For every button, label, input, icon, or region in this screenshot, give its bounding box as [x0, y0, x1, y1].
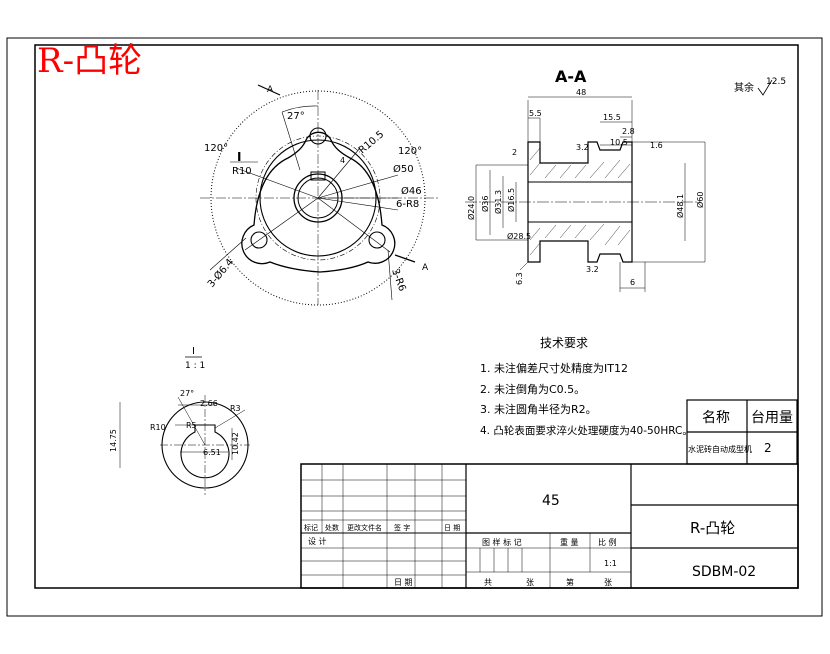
dim-6: 6 [630, 278, 635, 287]
inner-frame [34, 44, 799, 589]
dim-31-3: Ø31.3 [493, 190, 503, 214]
roughness-other-value: 12.5 [766, 77, 786, 87]
tb-scale-label: 比 例 [598, 537, 617, 547]
detail-dim-r10: R10 [150, 423, 166, 432]
detail-dim-r5: R5 [186, 421, 197, 430]
bolt-hole-left [250, 231, 268, 249]
drawing-title: R-凸轮 [37, 41, 142, 81]
tb-material: 45 [542, 493, 560, 509]
section-label: A-A [555, 67, 587, 86]
tb-design-label: 设 计 [308, 536, 327, 546]
dim-5-5: 5.5 [529, 109, 542, 118]
front-view-labels: A A 27° 120° 120° I R10 R10.5 4 Ø50 Ø46 … [204, 85, 429, 293]
dim-3-d6-4: 3-Ø6.4 [205, 256, 236, 290]
small-table-name-value: 水泥砖自动成型机 [688, 444, 752, 454]
tech-item-1: 1. 未注偏差尺寸处精度为IT12 [480, 361, 628, 375]
detail-scale: 1 : 1 [185, 361, 205, 371]
cut-label-top: A [267, 85, 274, 95]
tb-stage-label: 图 样 标 记 [482, 537, 522, 547]
tb-rev-date: 日 期 [444, 524, 460, 532]
tech-heading: 技术要求 [540, 336, 588, 350]
tb-page-unit: 张 [604, 578, 612, 587]
tb-rev-mark: 标记 [304, 523, 318, 532]
section-view [465, 96, 706, 292]
detail-dim-2-66: 2.66 [200, 399, 218, 408]
dim-2-8: 2.8 [622, 127, 635, 136]
cut-label-bottom: A [422, 263, 429, 273]
dim-d50: Ø50 [393, 163, 414, 175]
dim-48: 48 [576, 88, 586, 97]
tech-requirements: 技术要求 1. 未注偏差尺寸处精度为IT12 2. 未注倒角为C0.5。 3. … [480, 336, 693, 437]
tech-item-2: 2. 未注倒角为C0.5。 [480, 382, 585, 396]
small-table-name-header: 名称 [702, 410, 730, 426]
rough-3-2: 3.2 [576, 143, 589, 152]
dim-r10-5: R10.5 [357, 129, 386, 156]
detail-dims: 27° 2.66 R3 R10 R5 14.75 6.51 10.42 [109, 389, 241, 457]
detail-bore [180, 424, 230, 479]
detail-dim-r3: R3 [230, 404, 241, 413]
title-block-grid [300, 463, 799, 589]
detail-angle-27: 27° [180, 389, 194, 398]
dim-16-5: Ø16.5 [506, 188, 516, 212]
tb-drawing-no: SDBM-02 [692, 564, 756, 580]
dim-small-4: 4 [340, 156, 345, 165]
rough-3-2b: 3.2 [586, 265, 599, 274]
dim-right-dia: Ø48.1 [675, 194, 685, 218]
tb-page-label: 第 [566, 577, 574, 587]
tb-total-label: 共 [484, 578, 492, 587]
title-block-text: 标记 处数 更改文件名 签 字 日 期 设 计 日 期 45 图 样 标 记 重… [304, 493, 756, 587]
detail-marker-i: I [237, 150, 241, 164]
tb-rev-doc: 更改文件名 [347, 523, 382, 532]
detail-dim-14-75: 14.75 [109, 429, 118, 452]
bolt-hole-right [368, 231, 386, 249]
dim-r10: R10 [232, 166, 252, 177]
dim-60: Ø60 [695, 192, 705, 208]
rough-6-3: 6.3 [515, 272, 524, 285]
dim-10-5: 10.5 [610, 138, 628, 147]
dim-36: Ø36 [480, 196, 490, 212]
detail-view [119, 395, 250, 495]
dim-left-dia: Ø24.0 [466, 196, 476, 220]
dim-2: 2 [512, 148, 517, 157]
section-dims: 48 5.5 15.5 2.8 10.5 2 3.2 1.6 Ø24.0 Ø36… [466, 88, 705, 287]
dim-6-r8: 6-R8 [396, 199, 419, 210]
tb-sheet-unit: 张 [526, 578, 534, 587]
tb-scale-value: 1:1 [604, 559, 617, 568]
detail-dim-6-51: 6.51 [203, 448, 221, 457]
angle-120-right: 120° [398, 146, 422, 157]
dim-28-5: Ø28.5 [507, 231, 531, 241]
cam-profile [241, 131, 396, 273]
dim-d46: Ø46 [401, 185, 422, 197]
tb-weight-label: 重 量 [560, 537, 579, 547]
tech-item-4: 4. 凸轮表面要求淬火处理硬度为40-50HRC。 [480, 424, 693, 437]
roughness-symbol [757, 79, 773, 96]
tb-part-name: R-凸轮 [690, 519, 735, 537]
small-table-qty-header: 台用量 [751, 410, 793, 426]
section-hatching [529, 147, 631, 256]
small-table-qty-value: 2 [764, 441, 772, 455]
tb-date-label: 日 期 [394, 578, 413, 587]
dim-15-5: 15.5 [603, 113, 621, 122]
angle-27: 27° [287, 111, 305, 122]
tb-rev-sign: 签 字 [394, 523, 410, 532]
detail-label: I [192, 346, 195, 357]
angle-120-left: 120° [204, 143, 228, 154]
roughness-other-label: 其余 [734, 81, 754, 94]
detail-dim-10-42: 10.42 [231, 432, 240, 455]
tb-rev-count: 处数 [325, 523, 339, 532]
front-view [200, 84, 440, 306]
rough-1-6: 1.6 [650, 141, 663, 150]
tech-item-3: 3. 未注圆角半径为R2。 [480, 402, 597, 416]
outer-frame [6, 37, 823, 617]
dim-3-r6: 3-R6 [389, 267, 407, 293]
